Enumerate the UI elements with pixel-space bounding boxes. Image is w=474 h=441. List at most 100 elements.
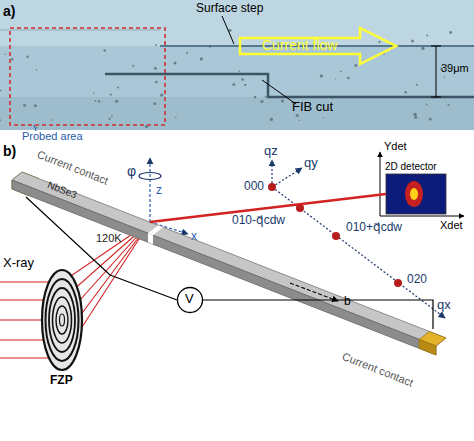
z-axis (149, 158, 150, 222)
fib-cut-line (105, 74, 474, 97)
voltmeter-circle (178, 288, 203, 313)
bar-top-face (12, 172, 446, 346)
zone-ring (42, 270, 82, 370)
voltmeter-symbol: V (185, 292, 194, 307)
qz-axis (271, 160, 272, 187)
dust-speck (232, 83, 235, 86)
dust-speckles (0, 29, 452, 129)
figure-label: 020 (407, 273, 427, 287)
dust-speck (200, 57, 203, 60)
dimension-tick (431, 46, 441, 47)
surface-edge-line (0, 30, 160, 31)
dust-speck (155, 44, 157, 46)
dust-speck (447, 104, 449, 106)
arrow-outline (240, 28, 396, 64)
rotation-phi (139, 173, 161, 180)
dust-speck (109, 118, 111, 120)
figure-label: Probed area (22, 130, 83, 143)
bragg-peak-dot (268, 183, 276, 191)
dust-speck (153, 102, 156, 105)
dust-speck (155, 81, 158, 84)
dust-speck (93, 92, 95, 94)
dust-speck (421, 47, 424, 50)
satellite-dot (296, 204, 304, 212)
node-shape (417, 329, 448, 357)
zone-ring (56, 306, 68, 334)
leader-line (222, 16, 234, 44)
dust-speck (265, 96, 267, 98)
dust-speck (244, 84, 246, 86)
dust-speck (26, 56, 28, 58)
dust-speck (111, 116, 113, 118)
dimension-tick (431, 97, 441, 98)
dust-speck (94, 100, 96, 102)
detector-x-axis (380, 216, 464, 217)
fib-notch (148, 225, 163, 235)
dimension-bracket (436, 46, 437, 97)
dust-speck (335, 78, 336, 79)
figure-label: b) (3, 143, 16, 159)
dust-speck (132, 65, 134, 67)
voltmeter: V (177, 287, 203, 313)
dust-speck (340, 71, 342, 73)
dust-speck (36, 127, 38, 129)
figure-label: qz (264, 144, 278, 159)
diffraction-spot-core (410, 188, 418, 200)
dust-speck (34, 104, 37, 107)
figure-label: FZP (50, 374, 73, 388)
figure-label: qy (304, 156, 318, 171)
bar-front-face (12, 180, 436, 355)
zone-ring (46, 279, 79, 361)
dust-speck (411, 39, 414, 42)
figure-label: x (191, 230, 197, 244)
dust-speck (103, 49, 105, 51)
temperature-label: 120K (96, 232, 122, 245)
contact-label: Current contact (340, 350, 415, 389)
dust-speck (117, 87, 119, 89)
2d-detector: 2D detector (382, 160, 448, 216)
dust-speck (296, 114, 299, 117)
dust-speck (416, 84, 418, 86)
current-flow-arrow: Current flow (238, 26, 400, 66)
dust-speck (154, 67, 157, 70)
figure-label: a) (3, 3, 15, 19)
dust-speck (0, 119, 1, 121)
figure-label: 010+q⃗cdw (346, 221, 402, 235)
dust-speck (404, 91, 407, 94)
diffraction-spot (405, 181, 423, 207)
dust-speck (354, 64, 357, 67)
figure-label: X-ray (3, 256, 34, 271)
dust-speck (23, 104, 26, 107)
dust-speck (323, 117, 324, 118)
figure-label: 000 (244, 180, 264, 194)
dust-speck (0, 90, 2, 92)
probed-area-box (10, 28, 165, 125)
dust-speck (426, 34, 428, 36)
dust-speck (51, 119, 52, 120)
leader-line (262, 80, 296, 104)
figure-label: 39μm (441, 62, 469, 75)
figure-label: Xdet (440, 219, 463, 232)
dust-speck (110, 94, 112, 96)
dust-speck (160, 93, 163, 96)
microscope-photo (0, 0, 474, 130)
dust-speck (241, 78, 244, 81)
dust-speck (332, 98, 333, 99)
dust-speck (426, 104, 428, 106)
dust-speck (36, 69, 38, 71)
figure-label: Ydet (384, 140, 407, 153)
nbse3-sample-bar: NbSe3120K (8, 165, 452, 360)
figure-label: qx (437, 298, 451, 313)
dust-speck (320, 74, 323, 77)
dust-speck (281, 99, 284, 102)
dust-speck (175, 117, 176, 118)
detector-label: 2D detector (385, 161, 437, 173)
dust-speck (254, 96, 257, 99)
figure-label: FIB cut (292, 100, 333, 115)
current-contact: Current contact (417, 329, 448, 357)
dust-speck (98, 100, 100, 102)
dust-speck (186, 52, 188, 54)
dust-speck (238, 70, 240, 72)
dust-speck (209, 45, 212, 48)
fib-notch (148, 233, 153, 244)
